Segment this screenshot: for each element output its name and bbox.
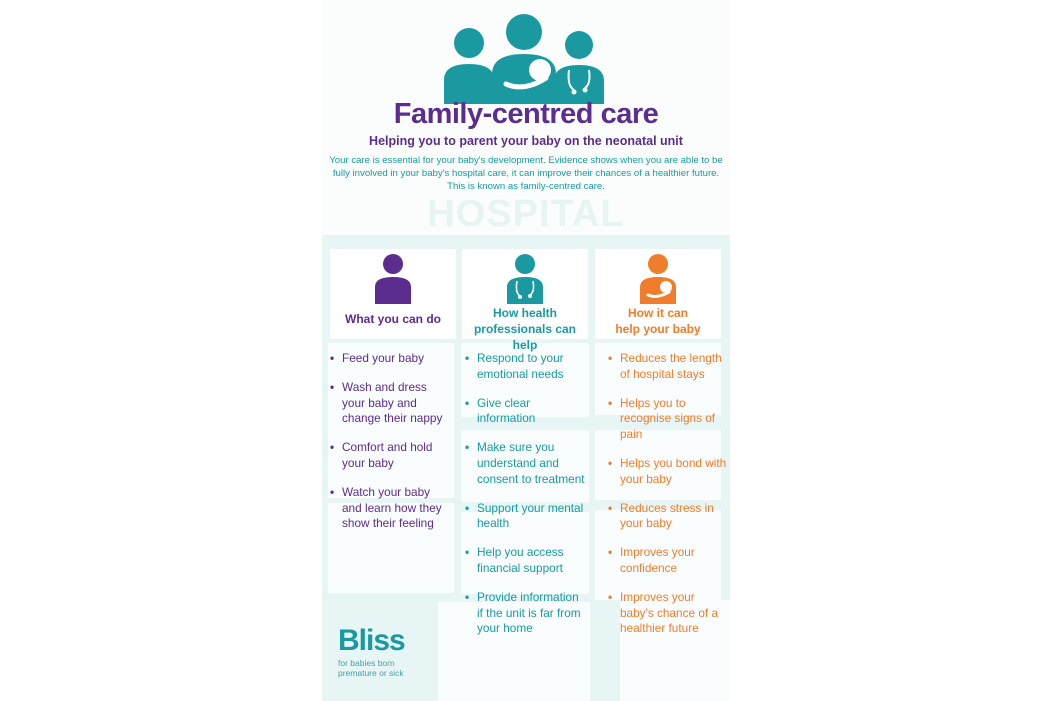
column-what-you-can-do: What you can do	[330, 249, 456, 339]
intro-paragraph: Your care is essential for your baby's d…	[329, 155, 723, 192]
column-heading: How it can help your baby	[615, 306, 701, 336]
parent-person-icon	[375, 254, 411, 304]
list-item: Helps you bond with your baby	[608, 456, 728, 487]
list-item: Wash and dress your baby and change thei…	[330, 380, 448, 427]
logo-tagline: for babies born premature or sick	[338, 658, 404, 678]
list-help-your-baby: Reduces the length of hospital stays Hel…	[608, 351, 728, 650]
page-title: Family-centred care	[393, 98, 659, 130]
column-health-professionals: How health professionals can help	[462, 249, 588, 352]
infographic-poster: Family-centred care Helping you to paren…	[322, 0, 730, 701]
list-item: Help you access financial support	[465, 545, 587, 576]
column-help-your-baby: How it can help your baby	[595, 249, 721, 339]
column-heading: What you can do	[345, 312, 441, 326]
list-item: Respond to your emotional needs	[465, 351, 587, 382]
list-item: Support your mental health	[465, 501, 587, 532]
list-item: Reduces stress in your baby	[608, 501, 728, 532]
page-subtitle: Helping you to parent your baby on the n…	[369, 134, 683, 148]
doctor-stethoscope-icon	[507, 254, 543, 304]
logo-wordmark: Bliss	[338, 624, 406, 657]
list-item: Make sure you understand and consent to …	[465, 440, 587, 487]
list-item: Comfort and hold your baby	[330, 440, 448, 471]
list-item: Helps you to recognise signs of pain	[608, 396, 728, 443]
family-and-staff-icon	[444, 14, 604, 104]
list-item: Provide information if the unit is far f…	[465, 590, 587, 637]
parent-holding-baby-icon	[640, 254, 676, 304]
list-item: Improves your baby's chance of a healthi…	[608, 590, 728, 637]
list-item: Improves your confidence	[608, 545, 728, 576]
list-item: Feed your baby	[330, 351, 448, 367]
list-what-you-can-do: Feed your baby Wash and dress your baby …	[330, 351, 448, 545]
list-item: Reduces the length of hospital stays	[608, 351, 728, 382]
list-item: Give clear information	[465, 396, 587, 427]
list-health-professionals: Respond to your emotional needs Give cle…	[465, 351, 587, 650]
column-heading: How health professionals can help	[473, 306, 577, 352]
list-item: Watch your baby and learn how they show …	[330, 485, 448, 532]
bliss-logo: Bliss for babies born premature or sick	[338, 624, 406, 679]
hospital-watermark: HOSPITAL	[427, 193, 625, 235]
